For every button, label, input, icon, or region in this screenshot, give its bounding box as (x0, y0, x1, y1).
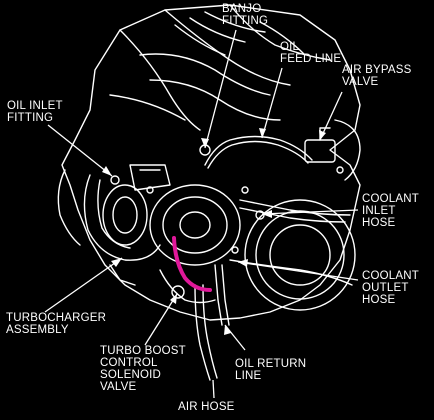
label-coolant-outlet-hose: COOLANT OUTLET HOSE (362, 270, 419, 306)
label-coolant-inlet-hose: COOLANT INLET HOSE (362, 193, 419, 229)
label-turbo-boost-control-solenoid-valve: TURBO BOOST CONTROL SOLENOID VALVE (100, 345, 186, 393)
label-oil-feed-line: OIL FEED LINE (280, 41, 342, 65)
leader-coolant-inlet (261, 209, 359, 215)
leader-air-hose (212, 379, 215, 399)
highlighted-hose (172, 236, 212, 292)
leader-oil-return (224, 324, 246, 351)
label-turbocharger-assembly: TURBOCHARGER ASSEMBLY (6, 312, 107, 336)
engine-block-outline (61, 4, 361, 321)
label-air-hose: AIR HOSE (178, 401, 235, 413)
leader-solenoid (144, 293, 178, 346)
leader-coolant-outlet (237, 261, 359, 281)
leader-banjo (204, 29, 237, 149)
leader-turbocharger (44, 257, 123, 313)
label-air-bypass-valve: AIR BYPASS VALVE (342, 64, 412, 88)
label-oil-return-line: OIL RETURN LINE (235, 358, 307, 382)
label-banjo-fitting: BANJO FITTING (222, 3, 269, 27)
leader-oil-inlet (47, 124, 113, 177)
label-oil-inlet-fitting: OIL INLET FITTING (7, 100, 63, 124)
leader-oil-feed (261, 67, 283, 139)
